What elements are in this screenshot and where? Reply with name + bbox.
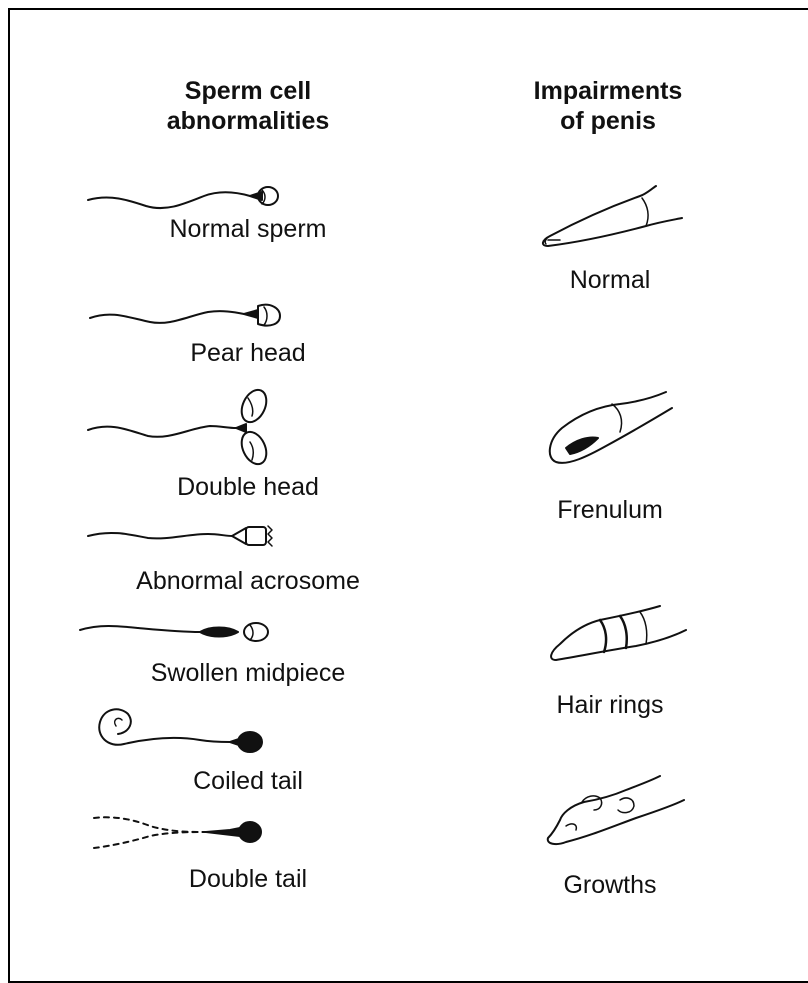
normal-penis-drawing xyxy=(543,186,682,246)
double-tail-drawing xyxy=(94,817,261,848)
pear-head-drawing xyxy=(90,305,280,326)
coiled-tail-drawing xyxy=(99,709,262,752)
frenulum-drawing xyxy=(550,392,672,463)
normal-sperm-drawing xyxy=(88,187,278,208)
growths-drawing xyxy=(548,776,684,844)
hair-rings-drawing xyxy=(551,606,686,660)
abnormal-acrosome-drawing xyxy=(88,526,272,546)
swollen-midpiece-drawing xyxy=(80,623,268,641)
double-head-drawing xyxy=(88,386,271,468)
